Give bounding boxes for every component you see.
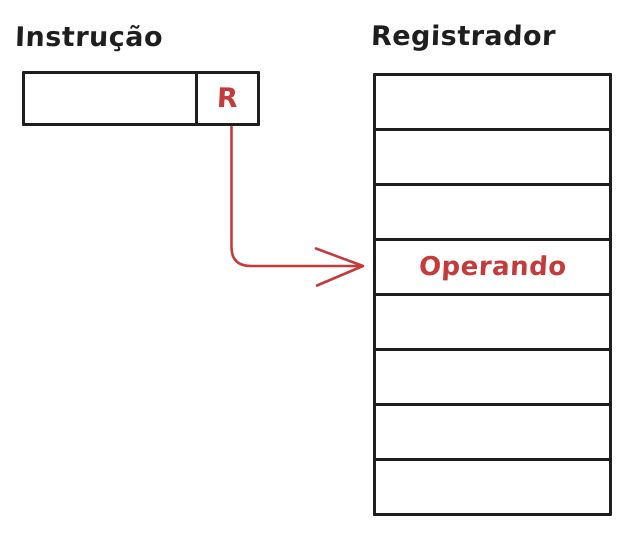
register-row <box>376 406 609 461</box>
register-row <box>376 76 609 131</box>
instruction-register-field-cell: R <box>198 74 257 123</box>
pointer-arrow-shaft <box>230 125 360 268</box>
register-row <box>376 131 609 186</box>
register-row <box>376 351 609 406</box>
instruction-box: R <box>22 71 260 126</box>
register-file: Operando <box>373 73 612 516</box>
register-field-label: R <box>216 83 239 114</box>
pointer-arrowhead <box>314 247 365 287</box>
register-row <box>376 461 609 513</box>
operand-label: Operando <box>417 252 568 282</box>
instruction-opcode-cell <box>25 74 198 123</box>
register-row-operand: Operando <box>376 241 609 296</box>
register-row <box>376 186 609 241</box>
register-label: Registrador <box>370 21 557 52</box>
register-row <box>376 296 609 351</box>
instruction-label: Instrução <box>14 22 164 53</box>
